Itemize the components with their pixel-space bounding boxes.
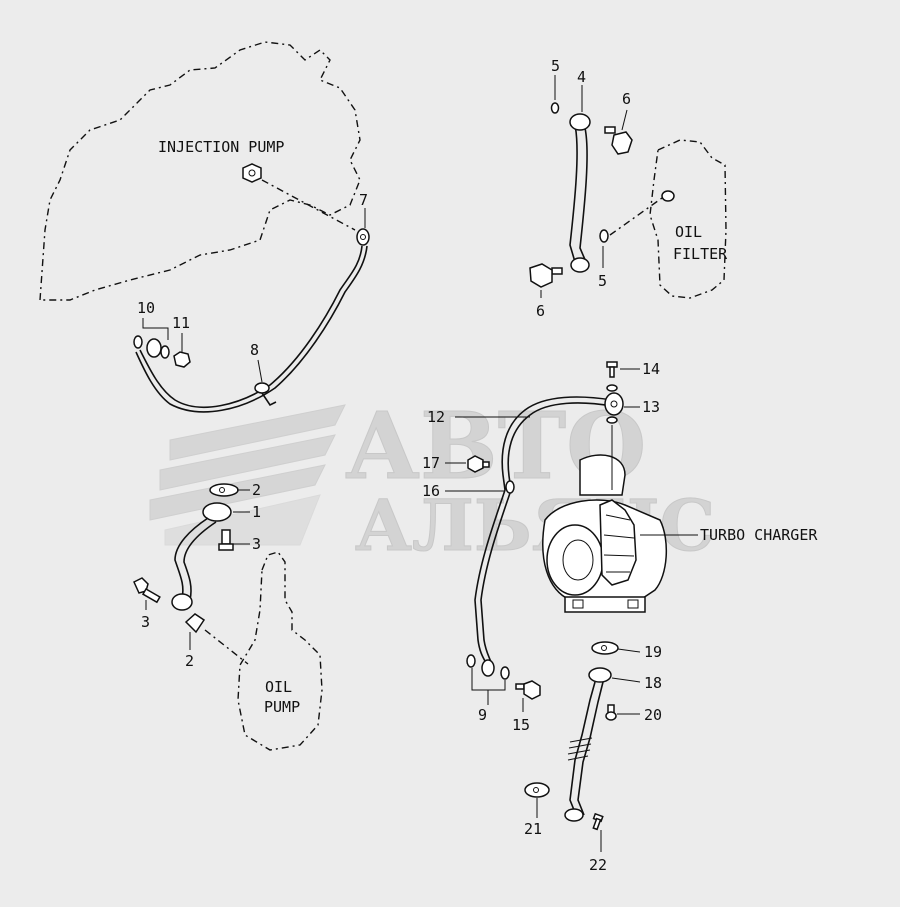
pump-nut-icon	[242, 163, 262, 183]
callout-19: 19	[644, 643, 662, 661]
callout-4: 4	[577, 68, 586, 86]
oil-pump-pipe-1	[171, 483, 239, 611]
callout-numbers: 2 1 3 3 2 4 5 5 6 6 7 8 9 10 11 12 13 14…	[137, 57, 662, 874]
callout-3-left: 3	[141, 613, 150, 631]
part-14-washer-top	[606, 384, 618, 392]
part-5-oring-bottom	[599, 229, 609, 243]
part-20-bolt-icon	[605, 704, 617, 721]
leader-dash	[261, 179, 356, 231]
callout-1: 1	[252, 503, 261, 521]
injection-pump-label: INJECTION PUMP	[158, 138, 284, 156]
part-11-bolt-icon	[173, 351, 191, 368]
part-22-bolt-icon	[592, 812, 604, 831]
part-3-bolt-left-icon	[133, 577, 161, 604]
part-6-bolt-bottom-icon	[529, 263, 563, 288]
callout-5-bottom: 5	[598, 272, 607, 290]
oil-return-pipe-18	[564, 667, 612, 822]
part-14-washer-bottom	[606, 416, 618, 424]
callout-5-top: 5	[551, 57, 560, 75]
part-6-bolt-top-icon	[604, 126, 633, 155]
callout-21: 21	[524, 820, 542, 838]
part-7-eye-fitting	[356, 228, 370, 246]
oil-pump-label-1: OIL	[265, 678, 292, 696]
callout-8: 8	[250, 341, 259, 359]
injection-pump-outline	[39, 41, 361, 301]
watermark-logo-icon	[149, 404, 346, 546]
callout-17: 17	[422, 454, 440, 472]
callout-14: 14	[642, 360, 660, 378]
turbo-charger	[542, 454, 668, 613]
part-21-gasket-icon	[524, 782, 550, 798]
oil-pump-label-2: PUMP	[264, 698, 300, 716]
callout-6-bottom: 6	[536, 302, 545, 320]
callout-22: 22	[589, 856, 607, 874]
callout-3-right: 3	[252, 535, 261, 553]
leader-dash-filter	[609, 197, 663, 236]
oil-pipe-8	[139, 245, 363, 408]
callout-12: 12	[427, 408, 445, 426]
pipe-clamp-icon	[254, 382, 277, 407]
part-19-gasket-icon	[591, 641, 619, 655]
callout-15: 15	[512, 716, 530, 734]
part-9-eye-fitting	[466, 654, 510, 680]
turbo-charger-label: TURBO CHARGER	[700, 526, 818, 544]
callout-9: 9	[478, 706, 487, 724]
callout-2-top: 2	[252, 481, 261, 499]
callout-6-top: 6	[622, 90, 631, 108]
callout-leaders	[142, 75, 641, 852]
callout-11: 11	[172, 314, 190, 332]
part-17-bolt-icon	[467, 455, 490, 473]
callout-20: 20	[644, 706, 662, 724]
callout-13: 13	[642, 398, 660, 416]
oil-pipe-8-edge	[135, 245, 368, 413]
callout-10: 10	[137, 299, 155, 317]
leader-dash-pump	[204, 629, 249, 665]
callout-16: 16	[422, 482, 440, 500]
oil-filter-label-1: OIL	[675, 223, 702, 241]
oil-filter-outline	[649, 139, 727, 299]
callout-18: 18	[644, 674, 662, 692]
callout-7: 7	[359, 191, 368, 209]
oil-filter-label-2: FILTER	[673, 245, 728, 263]
callout-2-bottom: 2	[185, 652, 194, 670]
oil-filter-pipe-4	[569, 113, 591, 273]
part-5-oring-top	[550, 102, 560, 114]
part-14-bolt-icon	[606, 361, 618, 378]
part-10-washers	[133, 335, 170, 359]
part-13-eye-fitting	[604, 392, 624, 416]
part-16-tee-fitting	[505, 480, 515, 494]
part-2-gasket-bottom-icon	[184, 613, 206, 634]
part-15-bolt-icon	[515, 680, 541, 700]
oil-pump-outline	[237, 551, 323, 751]
